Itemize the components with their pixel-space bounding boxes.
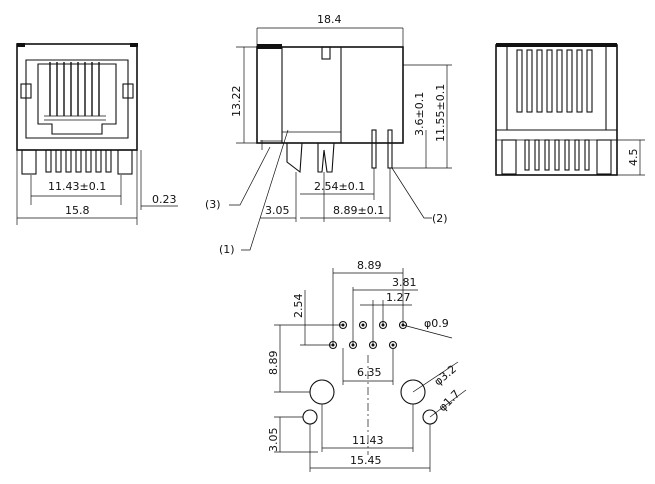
dim-11-55-label: 11.55±0.1	[434, 84, 447, 142]
callout-2-label: (2)	[432, 212, 448, 225]
fp-dim-8-89: 8.89	[332, 259, 404, 345]
dim-3-05-label: 3.05	[265, 204, 290, 217]
dim-3-6-label: 3.6±0.1	[413, 92, 426, 136]
front-latch-left	[20, 83, 32, 99]
dim-18-4-label: 18.4	[317, 13, 342, 26]
dim-2-54-label: 2.54±0.1	[314, 180, 365, 193]
front-bottom-pins	[21, 149, 133, 175]
front-opening	[25, 59, 129, 139]
front-dim-offset: 0.23	[140, 150, 178, 210]
fp-dim-1-27: 1.27	[360, 291, 412, 345]
front-contacts	[44, 62, 106, 121]
front-cavity	[37, 63, 117, 135]
front-dim-width: 15.8	[16, 150, 138, 225]
pcb-footprint: 8.89 3.81 1.27 2.54 φ0.9	[267, 259, 467, 472]
fp-dim-6-35: 6.35	[342, 348, 394, 385]
fp-dim-15-45-label: 15.45	[350, 454, 382, 467]
side-dim-length: 18.4	[256, 13, 404, 47]
dim-8-89-label: 8.89±0.1	[333, 204, 384, 217]
fp-dim-6-35-label: 6.35	[357, 366, 382, 379]
dim-11-43-label: 11.43±0.1	[48, 180, 106, 193]
rear-contacts	[516, 49, 593, 113]
fp-dim-3-81-label: 3.81	[392, 276, 417, 289]
front-view: 11.43±0.1 15.8 0.23	[16, 43, 178, 225]
fp-dim-3-2-label: φ3.2	[432, 362, 459, 388]
rear-dim-tail: 4.5	[611, 139, 645, 176]
rear-view: 4.5	[495, 43, 645, 176]
fp-dim-2-54: 2.54	[292, 290, 343, 346]
fp-dim-pin-dia: φ0.9	[402, 317, 453, 339]
fp-dim-15-45: 15.45	[309, 424, 431, 472]
side-dim-pin-pitch: 2.54±0.1 8.89±0.1	[300, 168, 391, 222]
side-dim-pin-height: 3.6±0.1 11.55±0.1	[392, 64, 452, 169]
fp-dim-3-05: 3.05	[267, 416, 318, 453]
fp-dim-0-9-label: φ0.9	[424, 317, 449, 330]
front-dim-pin-span: 11.43±0.1	[30, 175, 122, 205]
fp-dim-11-43: 11.43	[321, 404, 414, 452]
dim-13-22-label: 13.22	[230, 86, 243, 118]
dim-0-23-label: 0.23	[152, 193, 177, 206]
fp-dim-2-54-label: 2.54	[292, 294, 305, 319]
front-corner-left	[17, 43, 25, 47]
fp-dim-3-81: 3.81	[352, 276, 418, 345]
fp-dim-small-dia: φ1.7	[429, 387, 467, 418]
side-body	[256, 46, 404, 144]
front-latch-right	[122, 83, 134, 99]
front-corner-right	[130, 43, 138, 47]
fp-dim-3-05-label: 3.05	[267, 428, 280, 453]
side-dim-post-offset: 3.05	[260, 172, 297, 222]
fp-dim-1-7-label: φ1.7	[436, 387, 463, 414]
fp-dim-8-89-vert-label: 8.89	[267, 351, 280, 376]
rear-tails	[501, 139, 612, 175]
footprint-holes	[328, 320, 408, 350]
fp-dim-8-89-vert: 8.89	[267, 324, 310, 393]
fp-dim-11-43-label: 11.43	[352, 434, 384, 447]
side-view: 18.4 13.22 3.6±0.1 11.55±0.1 2.54±0.1 8.…	[205, 13, 452, 256]
fp-dim-1-27-label: 1.27	[386, 291, 411, 304]
side-callouts: (3) (1) (2)	[205, 129, 448, 256]
callout-1-label: (1)	[219, 243, 235, 256]
dim-15-8-label: 15.8	[65, 204, 90, 217]
dim-4-5-label: 4.5	[627, 149, 640, 167]
side-dim-height: 13.22	[230, 46, 257, 144]
side-legs	[286, 129, 393, 174]
fp-dim-8-89-label: 8.89	[357, 259, 382, 272]
callout-3-label: (3)	[205, 198, 221, 211]
footprint-post-holes	[302, 379, 438, 425]
